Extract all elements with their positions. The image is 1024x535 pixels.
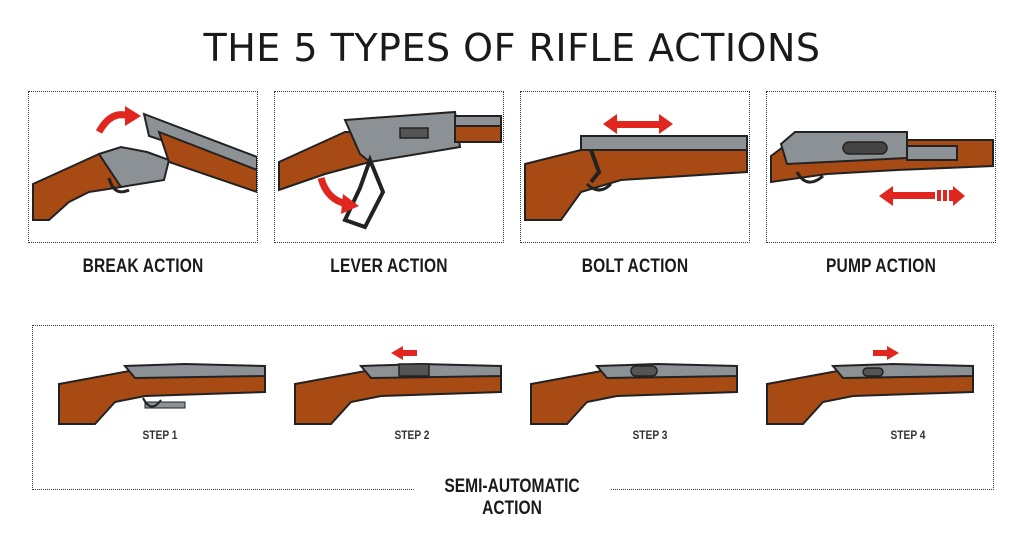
lever-action-label: LEVER ACTION: [330, 256, 448, 277]
pump-action-rifle-icon: [770, 131, 994, 206]
semi-auto-rifles-icon: [58, 346, 974, 425]
bolt-action-rifle-icon: [524, 114, 748, 221]
bolt-action-panel: [520, 91, 750, 243]
bolt-action-label: BOLT ACTION: [581, 256, 689, 277]
page-title: THE 5 TYPES OF RIFLE ACTIONS: [203, 26, 821, 70]
break-action-rifle-icon: [32, 106, 257, 221]
semi-auto-panel: [32, 325, 994, 490]
step-3-label: STEP 3: [632, 428, 668, 442]
step-1-label: STEP 1: [142, 428, 178, 442]
step-4-label: STEP 4: [890, 428, 926, 442]
break-action-panel: [28, 91, 258, 243]
step-2-label: STEP 2: [394, 428, 430, 442]
semi-automatic-action-label: SEMI-AUTOMATIC ACTION: [413, 476, 611, 520]
pump-action-label: PUMP ACTION: [825, 256, 937, 277]
lever-action-panel: [274, 91, 504, 243]
lever-action-rifle-icon: [278, 110, 502, 230]
pump-action-panel: [766, 91, 996, 243]
break-action-label: BREAK ACTION: [82, 256, 204, 277]
